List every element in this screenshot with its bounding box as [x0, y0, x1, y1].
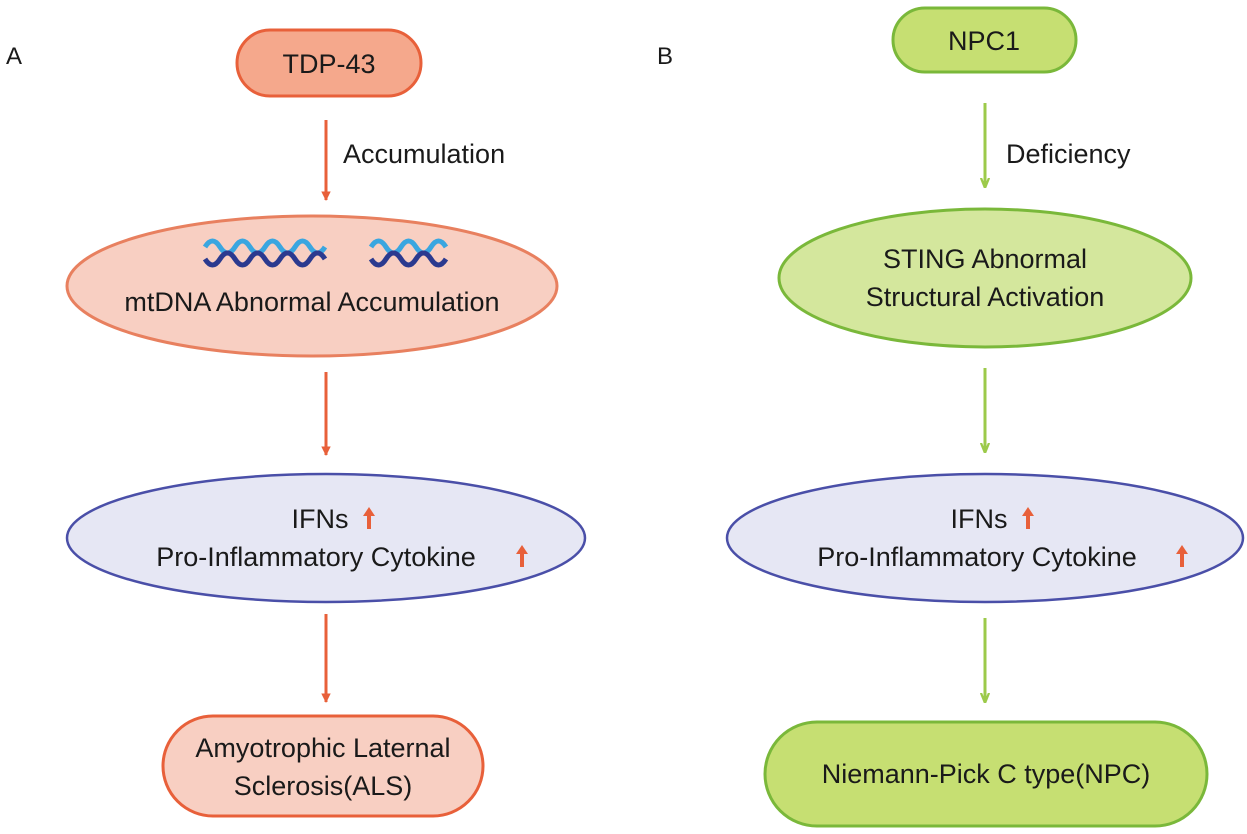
cytokine-label-a: Pro-Inflammatory Cytokine [156, 542, 476, 572]
als-label-line2: Sclerosis(ALS) [234, 771, 413, 801]
npc-outcome-node: Niemann-Pick C type(NPC) [763, 720, 1209, 828]
mtdna-label: mtDNA Abnormal Accumulation [124, 287, 499, 317]
npc1-label: NPC1 [948, 26, 1020, 56]
deficiency-label: Deficiency [1006, 139, 1131, 169]
sting-label-line1: STING Abnormal [883, 244, 1087, 274]
dna-helix-icon [368, 238, 449, 268]
tdp43-label: TDP-43 [282, 49, 375, 79]
panel-a-label: A [6, 43, 22, 70]
ifns-label-b: IFNs [951, 504, 1008, 534]
sting-label-line2: Structural Activation [866, 282, 1105, 312]
ifns-label-a: IFNs [292, 504, 349, 534]
panel-b-label: B [657, 43, 673, 70]
sting-node: STING Abnormal Structural Activation [777, 207, 1193, 349]
ifn-node-b: IFNs Pro-Inflammatory Cytokine [725, 472, 1245, 604]
als-label-line1: Amyotrophic Laternal [195, 733, 450, 763]
cytokine-label-b: Pro-Inflammatory Cytokine [817, 542, 1137, 572]
panel-b: B NPC1 Deficiency STING Abnormal Structu… [657, 6, 1245, 828]
panel-a: A TDP-43 Accumulation mtDNA Abnormal Acc… [6, 28, 587, 818]
npc1-node: NPC1 [891, 6, 1078, 74]
accumulation-label: Accumulation [343, 139, 505, 169]
mtdna-node: mtDNA Abnormal Accumulation [65, 214, 559, 358]
npc-outcome-label: Niemann-Pick C type(NPC) [822, 759, 1151, 789]
tdp43-node: TDP-43 [235, 28, 423, 98]
ifn-node-a: IFNs Pro-Inflammatory Cytokine [65, 472, 587, 604]
dna-helix-icon [202, 238, 328, 268]
als-node: Amyotrophic Laternal Sclerosis(ALS) [161, 714, 485, 818]
